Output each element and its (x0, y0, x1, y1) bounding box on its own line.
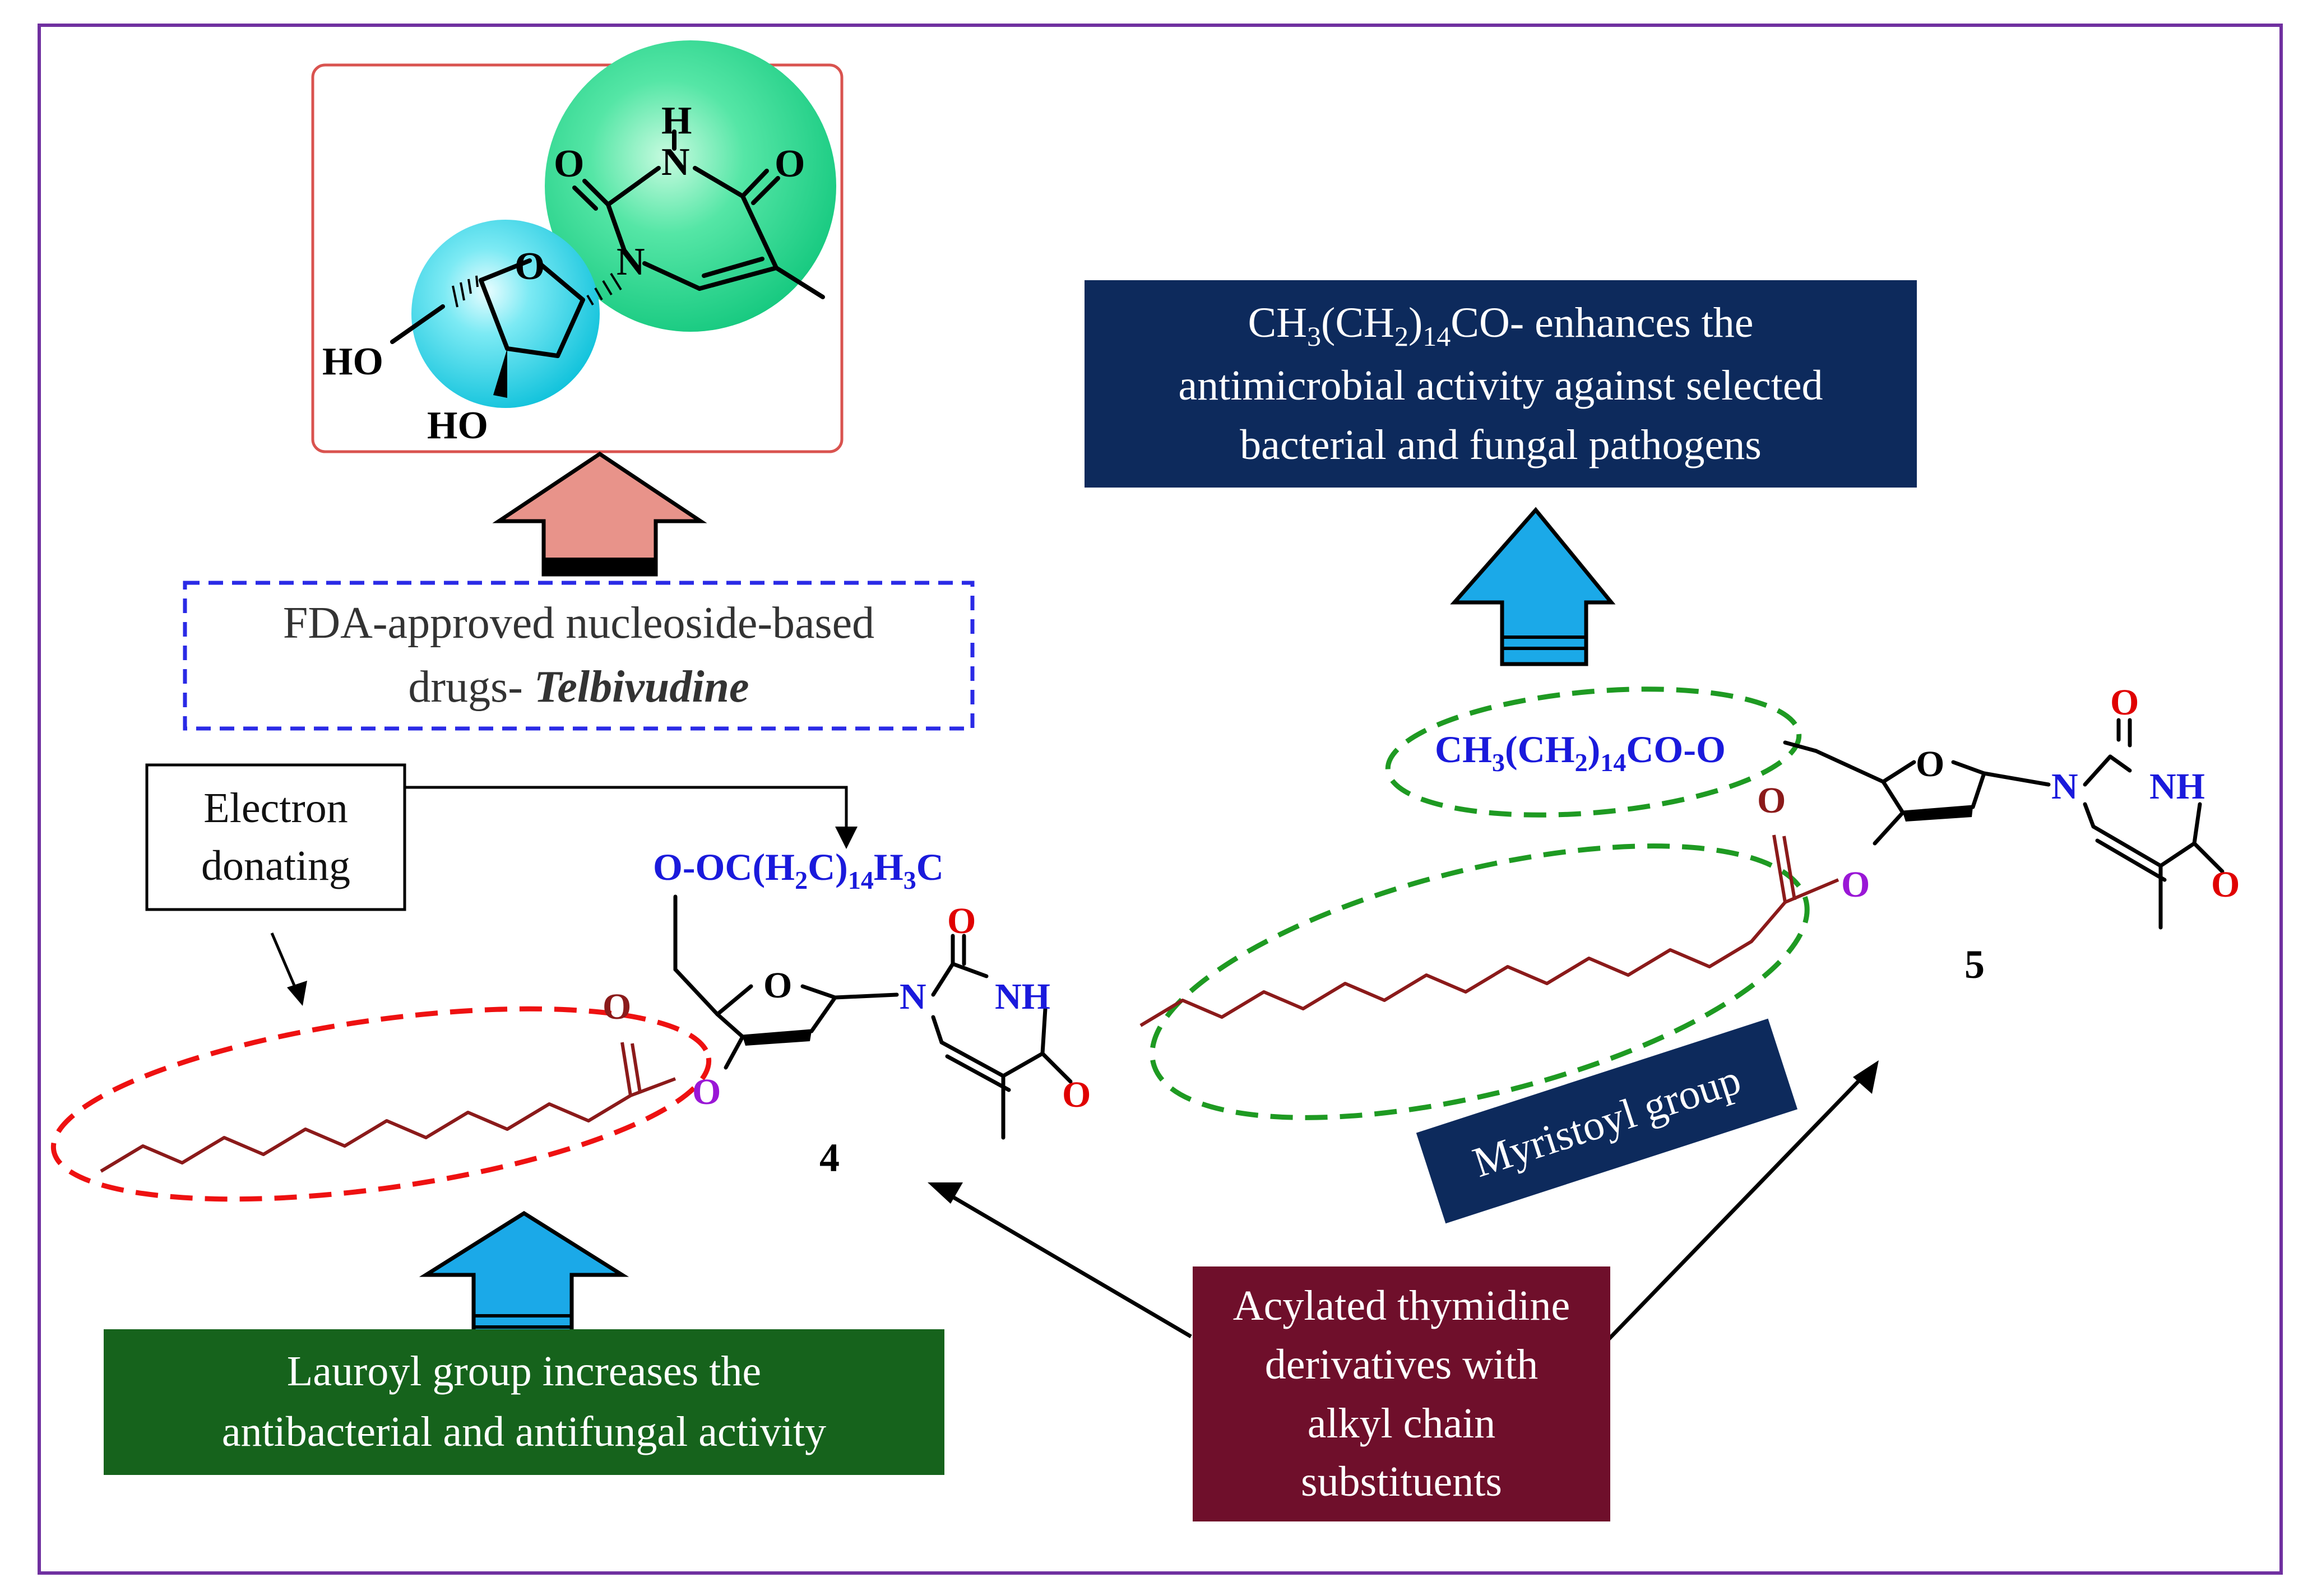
compound-5-structure: CH3(CH2)14CO-O O O O N NH O O 5 (1139, 682, 2240, 1120)
compound-4-O2: O (947, 901, 976, 941)
compound-5-NH: NH (2149, 766, 2205, 807)
compound-5-O2: O (2110, 682, 2139, 723)
compound-4-O4: O (1062, 1074, 1091, 1115)
electron-arrowhead-2 (287, 981, 307, 1006)
acylated-arrowhead-right (1853, 1060, 1879, 1094)
palmitoyl-highlight-ellipse (1385, 686, 1802, 818)
telbivudine-atom-N1: N (617, 240, 645, 284)
fda-dashed-box (183, 581, 975, 731)
compound-4-ester-O: O (692, 1071, 721, 1112)
lauroyl-highlight-ellipse (50, 1006, 712, 1202)
fda-label-line2: drugs- Telbivudine (408, 662, 749, 712)
acylated-arrowhead-left (928, 1182, 963, 1204)
pink-up-arrow (492, 451, 707, 577)
myristoyl-chain (1139, 901, 1787, 1027)
compound-4-NH: NH (995, 976, 1050, 1017)
compound-5-carbonyl-O: O (1757, 780, 1786, 821)
electron-donating-label: Electron donating (147, 765, 405, 910)
myristoyl-highlight-ellipse (1150, 843, 1810, 1120)
telbivudine-atom-N3: N (661, 141, 690, 184)
palmitoyl-activity-box: CH3(CH2)14CO- enhances the antimicrobial… (1085, 280, 1917, 488)
fda-label-line1: FDA-approved nucleoside-based (282, 598, 875, 648)
compound-4-N1: N (900, 976, 926, 1017)
telbivudine-atom-H: H (661, 99, 692, 142)
palmitoyl-line3: bacterial and fungal pathogens (1240, 421, 1762, 469)
electron-arrowhead-1 (835, 827, 858, 849)
fda-label: FDA-approved nucleoside-based drugs- Tel… (185, 583, 972, 729)
cyan-up-arrow-left (419, 1210, 629, 1342)
compound-5-ester-label: CH3(CH2)14CO-O (1435, 728, 1726, 777)
lauroyl-line2: antibacterial and antifungal activity (221, 1408, 827, 1455)
acylated-line4: substituents (1301, 1458, 1502, 1506)
sugar-highlight-sphere (411, 220, 600, 408)
compound-5-ring-O: O (1916, 744, 1944, 785)
compound-4-number: 4 (819, 1135, 840, 1180)
compound-4-structure: O-OC(H2C)14H3C O O O N NH O O 4 (50, 846, 1091, 1202)
telbivudine-name: Telbivudine (534, 662, 749, 712)
compound-5-ester-O: O (1841, 864, 1870, 905)
lauroyl-chain (100, 1094, 632, 1173)
compound-5-number: 5 (1964, 942, 1985, 987)
electron-line2: donating (201, 842, 350, 889)
telbivudine-atom-O-ring: O (515, 245, 545, 288)
outer-frame (38, 24, 2283, 1575)
acylated-line1: Acylated thymidine (1232, 1282, 1570, 1329)
palmitoyl-line1: CH3(CH2)14CO- enhances the (1248, 299, 1754, 352)
acylated-line3: alkyl chain (1307, 1399, 1496, 1447)
compound-5-N1: N (2051, 766, 2078, 807)
myristoyl-label-group: Myristoyl group (1416, 1018, 1798, 1224)
electron-donating-box (145, 763, 406, 911)
acylated-thymidine-box: Acylated thymidine derivatives with alky… (1193, 1266, 1610, 1521)
telbivudine-atom-O-left: O (554, 142, 584, 185)
acylated-arrows (946, 1074, 1865, 1341)
compound-4-ring-O: O (763, 965, 792, 1006)
compound-5-O4: O (2211, 864, 2240, 905)
cyan-up-arrow-right (1450, 507, 1616, 666)
electron-line1: Electron (203, 785, 348, 832)
telbivudine-structure-box: O N H N O O HO HO (311, 40, 844, 453)
palmitoyl-line2: antimicrobial activity against selected (1178, 361, 1823, 409)
acylated-line2: derivatives with (1264, 1340, 1539, 1388)
compound-4-ester-label: O-OC(H2C)14H3C (653, 846, 944, 894)
lauroyl-activity-box: Lauroyl group increases the antibacteria… (104, 1329, 944, 1475)
telbivudine-atom-HO-1: HO (322, 340, 383, 383)
compound-4-carbonyl-O: O (603, 986, 631, 1027)
lauroyl-line1: Lauroyl group increases the (286, 1348, 762, 1395)
telbivudine-atom-O-right: O (775, 142, 805, 185)
electron-arrows (270, 786, 848, 992)
telbivudine-atom-HO-2: HO (427, 404, 488, 447)
